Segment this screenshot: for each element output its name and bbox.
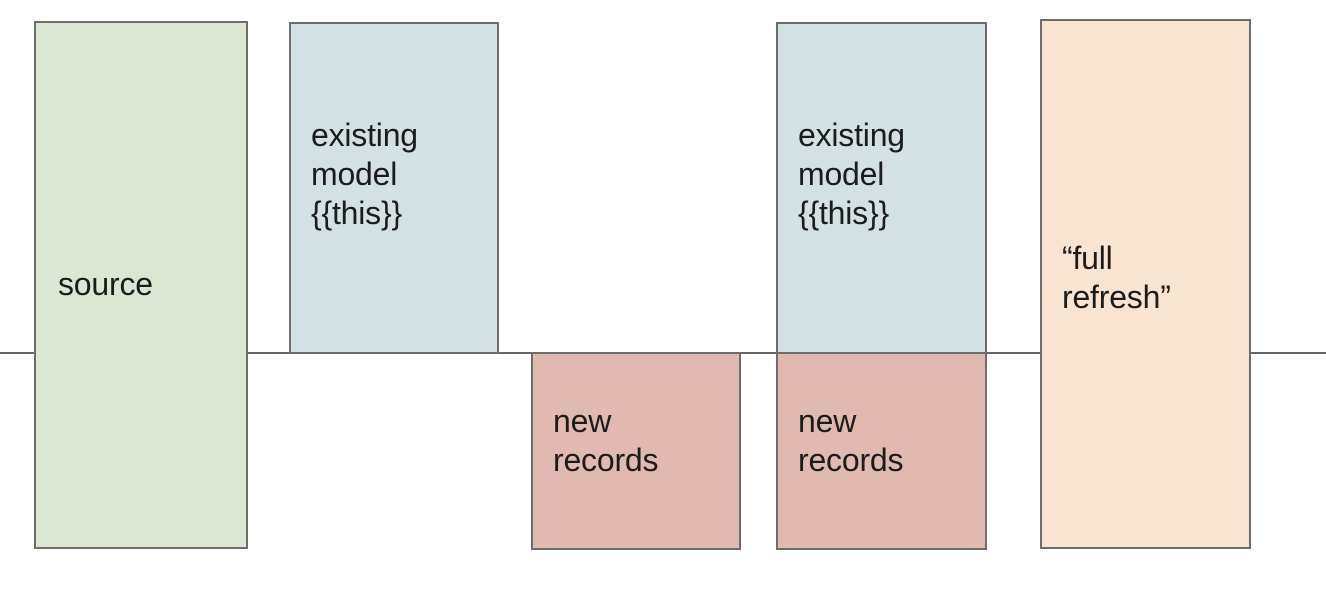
box-full-refresh-label: “full refresh” bbox=[1062, 240, 1171, 316]
box-new-records-1[interactable]: new records bbox=[531, 352, 741, 550]
box-existing-model-1-label: existing model {{this}} bbox=[311, 117, 418, 232]
box-full-refresh[interactable]: “full refresh” bbox=[1040, 19, 1251, 549]
box-new-records-2-label: new records bbox=[798, 403, 904, 479]
box-new-records-1-label: new records bbox=[553, 403, 659, 479]
box-existing-model-2[interactable]: existing model {{this}} bbox=[776, 22, 987, 354]
box-new-records-2[interactable]: new records bbox=[776, 352, 987, 550]
box-source-label: source bbox=[58, 266, 153, 303]
box-source[interactable]: source bbox=[34, 21, 248, 549]
box-existing-model-1[interactable]: existing model {{this}} bbox=[289, 22, 499, 354]
box-existing-model-2-label: existing model {{this}} bbox=[798, 117, 905, 232]
